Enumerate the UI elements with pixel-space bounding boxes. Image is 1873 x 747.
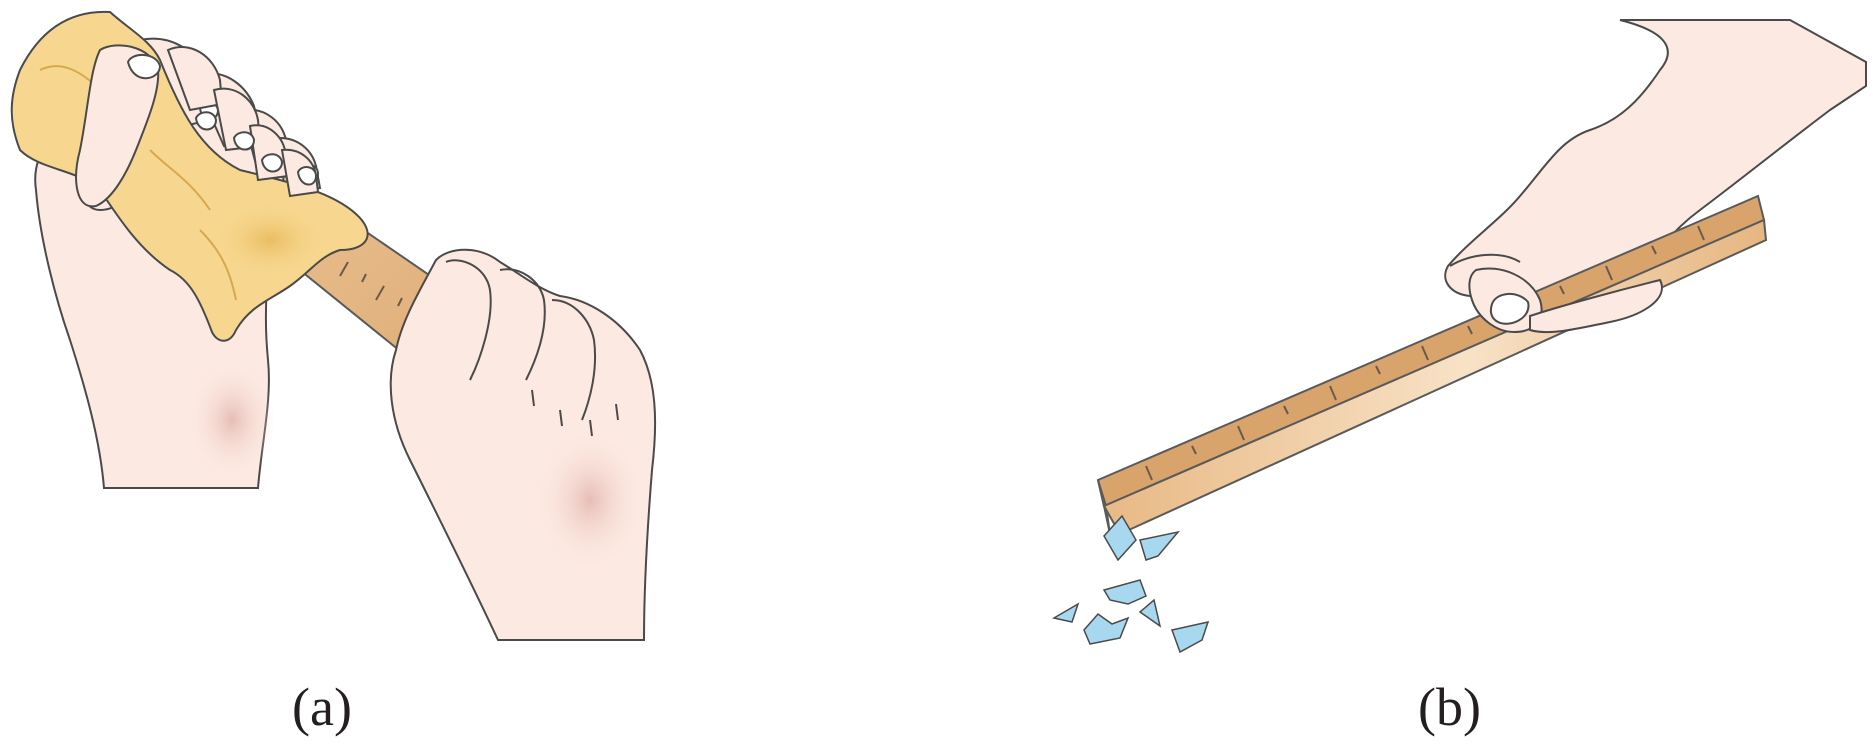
paper-bits	[1054, 516, 1208, 652]
caption-a: (a)	[292, 680, 352, 734]
ruler-b	[1098, 196, 1766, 534]
right-hand-a	[391, 250, 655, 640]
caption-b: (b)	[1418, 680, 1481, 734]
panel-b	[1054, 20, 1866, 652]
panel-a	[12, 12, 655, 640]
